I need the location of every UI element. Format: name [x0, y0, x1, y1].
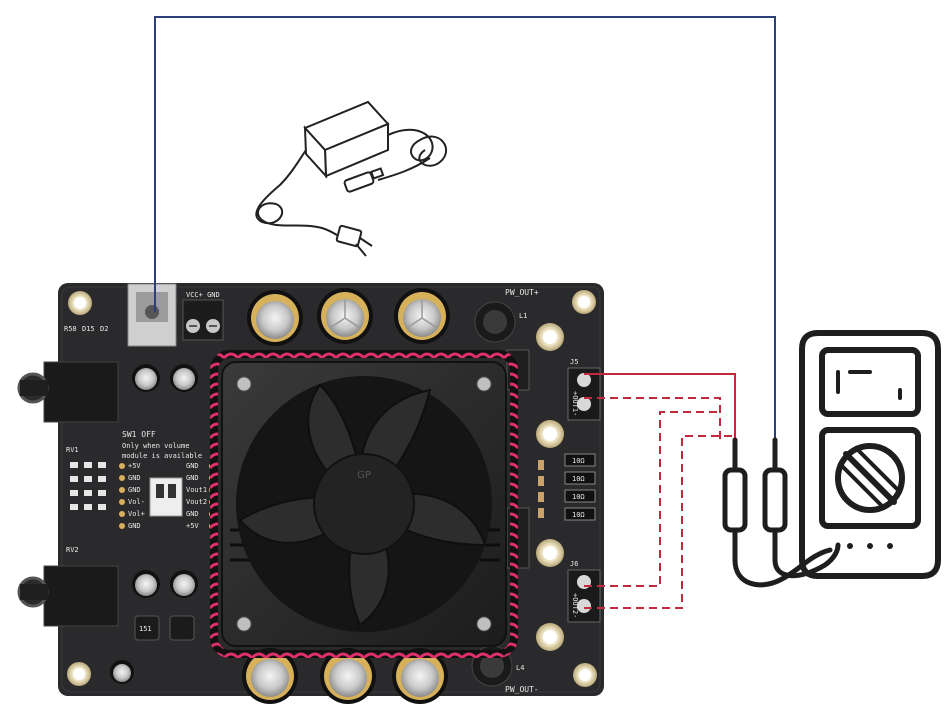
- red-dashed-wire: [584, 397, 721, 440]
- red-test-wire: [584, 373, 736, 440]
- mounting-hole: [67, 662, 91, 686]
- mounting-hole: [572, 290, 596, 314]
- red-dashed-wire: [584, 435, 735, 609]
- switch-note-line-2: module is available: [122, 452, 202, 460]
- small-inductor-label: 151: [139, 625, 152, 633]
- electrolytic-capacitor: [394, 288, 450, 344]
- output-pad: [536, 539, 564, 567]
- out1-label: +OUT1-: [571, 391, 579, 416]
- small-capacitor: [132, 570, 160, 598]
- test-probe-icon: [722, 437, 841, 588]
- pin-label: Vol-: [128, 498, 145, 506]
- pw-out-plus-label: PW_OUT+: [505, 288, 539, 297]
- output-terminal-j5: J5 +OUT1-: [567, 358, 601, 421]
- cooling-fan: GP: [210, 350, 518, 658]
- pin-label: GND: [128, 474, 141, 482]
- volume-switch-area: SW1 OFF Only when volume module is avail…: [122, 430, 202, 517]
- ref-label: D2: [100, 325, 108, 333]
- blue-test-wire: [154, 16, 776, 440]
- power-screw-terminal: VCC+ GND: [182, 291, 224, 341]
- power-adapter-icon: [255, 100, 447, 257]
- ref-label: D15: [82, 325, 95, 333]
- electrolytic-capacitor: [242, 648, 298, 704]
- out2-label: +OUT2-: [571, 593, 579, 618]
- ref-label: RV2: [66, 546, 79, 554]
- output-pad: [536, 420, 564, 448]
- rca-input-jack-2: [17, 565, 119, 627]
- pin-label: GND: [128, 522, 141, 530]
- output-pad: [536, 323, 564, 351]
- small-capacitor: [110, 660, 134, 684]
- electrolytic-capacitor: [392, 648, 448, 704]
- smd-components: [70, 462, 106, 510]
- j6-label: J6: [570, 560, 578, 568]
- resistor-label: 10Ω: [572, 457, 585, 465]
- vcc-gnd-label: VCC+ GND: [186, 291, 220, 299]
- fan-logo: GP: [357, 470, 371, 481]
- inductor-l1-label: L1: [519, 312, 527, 320]
- resistor-column: 10Ω 10Ω 10Ω 10Ω: [564, 453, 596, 521]
- pin-label: GND: [186, 510, 199, 518]
- small-capacitor: [132, 364, 160, 392]
- red-dashed-wire: [584, 411, 720, 587]
- output-pad: [536, 623, 564, 651]
- header-pins-left: +5V GND GND Vol- Vol+ GND: [119, 462, 145, 530]
- pin-label: Vout2: [186, 498, 207, 506]
- small-smd-caps: [538, 460, 544, 518]
- electrolytic-capacitor: [320, 648, 376, 704]
- electrolytic-capacitor: [317, 288, 373, 344]
- mounting-hole: [573, 663, 597, 687]
- small-capacitor: [170, 570, 198, 598]
- switch-title: SW1 OFF: [122, 430, 156, 439]
- ref-label: R58: [64, 325, 77, 333]
- rca-input-jack-1: [17, 361, 119, 423]
- resistor-label: 10Ω: [572, 493, 585, 501]
- resistor-label: 10Ω: [572, 475, 585, 483]
- small-inductor: 151: [134, 615, 160, 641]
- dc-power-jack: [127, 283, 177, 347]
- switch-note-line-1: Only when volume: [122, 442, 189, 450]
- j5-label: J5: [570, 358, 578, 366]
- pin-label: +5V: [186, 522, 199, 530]
- pin-label: Vout1: [186, 486, 207, 494]
- inductor-l4-label: L4: [516, 664, 524, 672]
- pin-label: GND: [186, 474, 199, 482]
- pin-label: GND: [186, 462, 199, 470]
- multimeter-icon: [799, 330, 941, 579]
- pin-label: GND: [128, 486, 141, 494]
- ref-label: RV1: [66, 446, 79, 454]
- small-capacitor: [170, 364, 198, 392]
- resistor-label: 10Ω: [572, 511, 585, 519]
- small-inductor: [169, 615, 195, 641]
- pin-label: Vol+: [128, 510, 145, 518]
- pin-label: +5V: [128, 462, 141, 470]
- pw-out-minus-label: PW_OUT-: [505, 685, 539, 694]
- electrolytic-capacitor: [247, 290, 303, 346]
- mounting-hole: [68, 291, 92, 315]
- inductor-l1: L1: [474, 301, 527, 343]
